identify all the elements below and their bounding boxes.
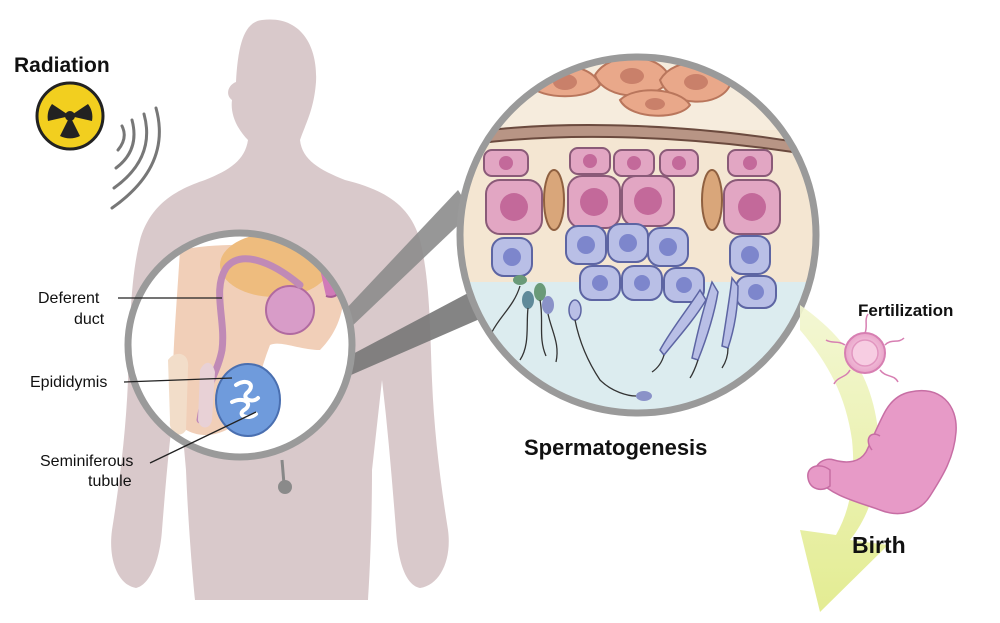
fertilized-egg-icon [825, 313, 905, 385]
development-arrow [800, 305, 888, 612]
basement-membrane [460, 124, 816, 162]
prostate [265, 285, 315, 335]
seminiferous-label-2: tubule [88, 473, 132, 490]
magnifier-ring-large [456, 53, 820, 417]
spermatogenesis-label: Spermatogenesis [524, 435, 707, 460]
spermatids [513, 275, 739, 401]
radiation-waves [110, 106, 161, 210]
magnifier-ring-small [124, 229, 356, 461]
fetus-icon [807, 389, 957, 515]
genital-pointer [278, 459, 292, 494]
deferent-duct-label-1: Deferent [38, 290, 100, 307]
radiation-label: Radiation [14, 54, 110, 77]
leader-lines [118, 297, 257, 464]
seminiferous-label-1: Seminiferous [40, 453, 133, 470]
tissue-magnifier [456, 53, 820, 417]
sperm-tails [491, 285, 729, 397]
birth-label: Birth [852, 532, 906, 558]
fertilization-label: Fertilization [858, 301, 953, 320]
radiation-icon [35, 81, 105, 151]
epididymis-label: Epididymis [30, 374, 107, 391]
deferent-duct-label-2: duct [74, 311, 105, 328]
seminiferous-tubule [230, 380, 260, 419]
